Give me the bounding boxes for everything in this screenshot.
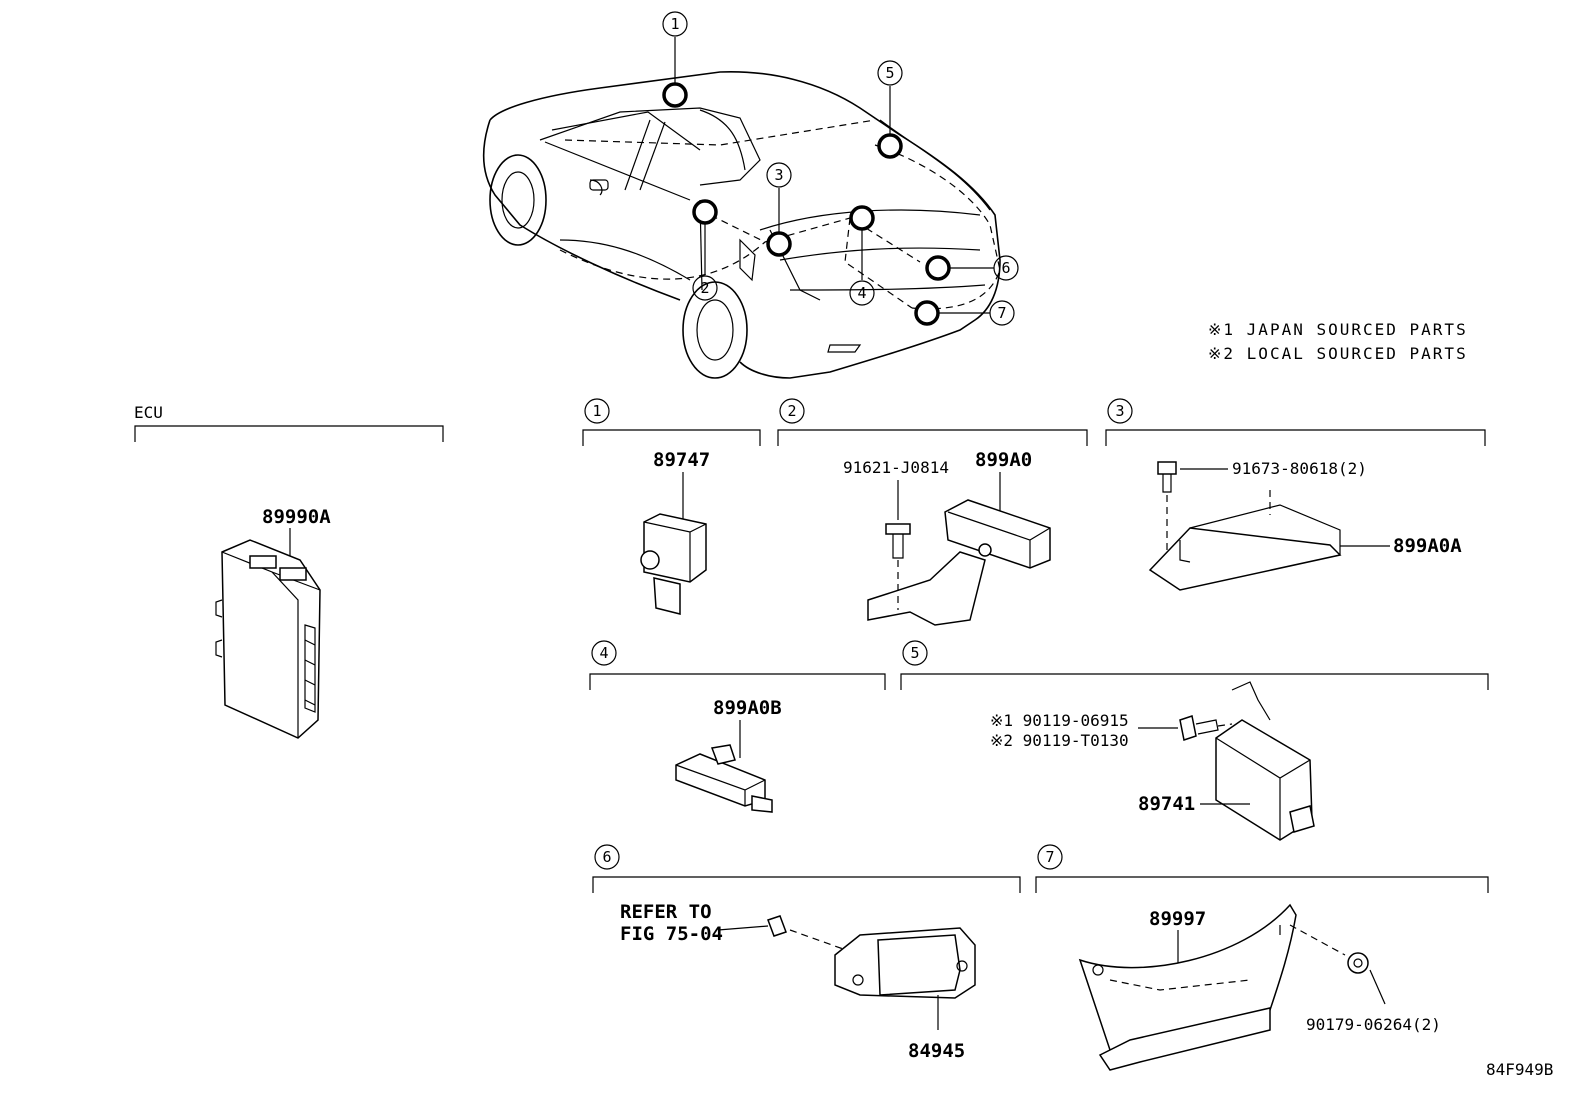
refer-to-label: REFER TO <box>620 901 712 923</box>
car-callout-7: 7 <box>997 304 1006 322</box>
car-callout-3: 3 <box>774 166 783 184</box>
part-90119-06915: ※1 90119-06915 <box>990 711 1129 730</box>
group-5: 5 ※1 90119-06915 ※2 90119-T0130 89741 <box>900 640 1489 841</box>
part-899A0B: 899A0B <box>713 697 782 719</box>
car-callout-4: 4 <box>857 284 866 302</box>
note-japan-sourced: ※1 JAPAN SOURCED PARTS <box>1208 320 1468 339</box>
car-callout-6: 6 <box>1001 259 1010 277</box>
part-91673-80618: 91673-80618(2) <box>1232 459 1367 478</box>
group-2: 2 899A0 91621-J0814 <box>777 398 1088 626</box>
part-899A0: 899A0 <box>975 449 1032 471</box>
part-899A0A: 899A0A <box>1393 535 1462 557</box>
ecu-part-number: 89990A <box>262 506 331 528</box>
part-89997: 89997 <box>1149 908 1206 930</box>
group-3: 3 91673-80618(2) 899A0A <box>1105 398 1486 591</box>
group-3-number: 3 <box>1115 402 1124 420</box>
car-callout-2: 2 <box>700 279 709 297</box>
part-89747: 89747 <box>653 449 710 471</box>
group-1: 1 89747 <box>582 398 761 615</box>
group-6: 6 REFER TO FIG 75-04 84945 <box>592 844 1021 1062</box>
car-illustration <box>482 70 1001 379</box>
figure-code: 84F949B <box>1486 1060 1553 1079</box>
group-7: 7 89997 90179-06264(2) <box>1035 844 1489 1071</box>
part-89741: 89741 <box>1138 793 1195 815</box>
fig-reference: FIG 75-04 <box>620 923 723 945</box>
car-component-spots <box>662 82 951 326</box>
car-callout-5: 5 <box>885 64 894 82</box>
ecu-label: ECU <box>134 403 163 422</box>
note-local-sourced: ※2 LOCAL SOURCED PARTS <box>1208 344 1468 363</box>
ecu-section: ECU 89990A <box>134 403 444 739</box>
part-90179-06264: 90179-06264(2) <box>1306 1015 1441 1034</box>
part-91621-J0814: 91621-J0814 <box>843 458 949 477</box>
group-4-number: 4 <box>599 644 608 662</box>
car-callouts: 1 2 3 4 5 6 7 <box>662 11 1019 326</box>
group-6-number: 6 <box>602 848 611 866</box>
group-2-number: 2 <box>787 402 796 420</box>
part-84945: 84945 <box>908 1040 965 1062</box>
part-90119-T0130: ※2 90119-T0130 <box>990 731 1129 750</box>
group-7-number: 7 <box>1045 848 1054 866</box>
car-callout-1: 1 <box>670 15 679 33</box>
group-4: 4 899A0B <box>589 640 886 813</box>
group-1-number: 1 <box>592 402 601 420</box>
group-5-number: 5 <box>910 644 919 662</box>
